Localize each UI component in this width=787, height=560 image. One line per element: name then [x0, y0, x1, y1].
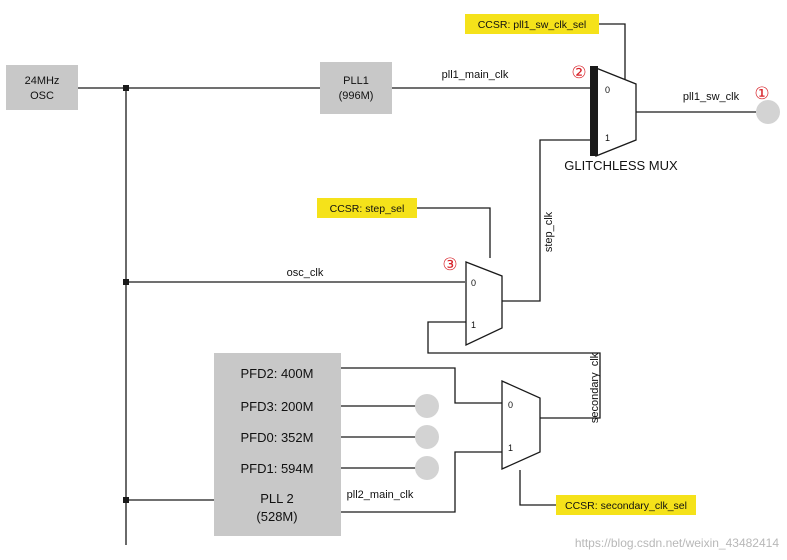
osc-label-2: OSC: [30, 90, 54, 102]
junctions: [123, 85, 129, 503]
step-mux-input-0: 0: [471, 278, 476, 288]
ccsr-step-sel-label: CCSR: step_sel: [330, 203, 405, 215]
wire-secondary-clk: [427, 321, 601, 419]
marker-3: ③: [442, 255, 457, 275]
pfd1-label: PFD1: 594M: [241, 461, 314, 476]
pll2-main-clk-label: pll2_main_clk: [347, 489, 414, 501]
wire-step-sel: [417, 207, 491, 258]
secondary-mux-input-0: 0: [508, 400, 513, 410]
osc-block: 24MHz OSC: [6, 65, 78, 110]
pll1-sw-clk-label: pll1_sw_clk: [683, 91, 740, 103]
pll1-main-clk-label: pll1_main_clk: [442, 69, 509, 81]
wires: [78, 23, 756, 545]
secondary-mux: 0 1: [501, 379, 541, 471]
osc-label-1: 24MHz: [25, 75, 60, 87]
ccsr-pll1-sw-clk-sel: CCSR: pll1_sw_clk_sel: [465, 14, 599, 34]
wire-pll1-sw-clk-sel: [599, 23, 626, 82]
marker-1: ①: [754, 84, 769, 104]
pfd3-label: PFD3: 200M: [241, 399, 314, 414]
glitchless-mux-bar: [590, 66, 598, 156]
glitchless-mux-input-1: 1: [605, 133, 610, 143]
pll2-name: PLL 2: [260, 491, 294, 506]
pfd2-label: PFD2: 400M: [241, 366, 314, 381]
step-clk-label: step_clk: [543, 211, 555, 252]
glitchless-mux-input-0: 0: [605, 85, 610, 95]
marker-2: ②: [571, 63, 586, 83]
ccsr-secondary-clk-sel-label: CCSR: secondary_clk_sel: [565, 500, 687, 512]
junction-osc-clk: [123, 279, 129, 285]
secondary-mux-input-1: 1: [508, 443, 513, 453]
step-mux-input-1: 1: [471, 320, 476, 330]
wire-secondary-clk-sel: [519, 470, 556, 506]
pfd0-label: PFD0: 352M: [241, 430, 314, 445]
pfd1-terminal: [415, 456, 439, 480]
pll2-block: PFD2: 400M PFD3: 200M PFD0: 352M PFD1: 5…: [214, 353, 341, 536]
glitchless-mux: 0 1 GLITCHLESS MUX: [564, 66, 678, 173]
pll1-label: PLL1: [343, 75, 369, 87]
ccsr-step-sel: CCSR: step_sel: [317, 198, 417, 218]
secondary-clk-label: secondary_clk: [589, 352, 601, 423]
pll1-block: PLL1 (996M): [320, 62, 392, 114]
pfd3-terminal: [415, 394, 439, 418]
wire-pfd2: [341, 367, 502, 404]
junction-osc: [123, 85, 129, 91]
wire-pll2-main-clk: [341, 451, 502, 513]
watermark: https://blog.csdn.net/weixin_43482414: [575, 536, 779, 550]
ccsr-secondary-clk-sel: CCSR: secondary_clk_sel: [556, 495, 696, 515]
pll2-freq: (528M): [256, 509, 297, 524]
ccsr-pll1-sw-clk-sel-label: CCSR: pll1_sw_clk_sel: [478, 19, 587, 31]
terminals: [415, 100, 780, 480]
step-mux: 0 1: [465, 261, 503, 347]
junction-pll2: [123, 497, 129, 503]
pll1-sw-clk-terminal: [756, 100, 780, 124]
osc-clk-label: osc_clk: [287, 267, 324, 279]
wire-step-clk: [502, 139, 596, 302]
pfd0-terminal: [415, 425, 439, 449]
glitchless-mux-label: GLITCHLESS MUX: [564, 158, 678, 173]
pll1-freq: (996M): [339, 90, 374, 102]
